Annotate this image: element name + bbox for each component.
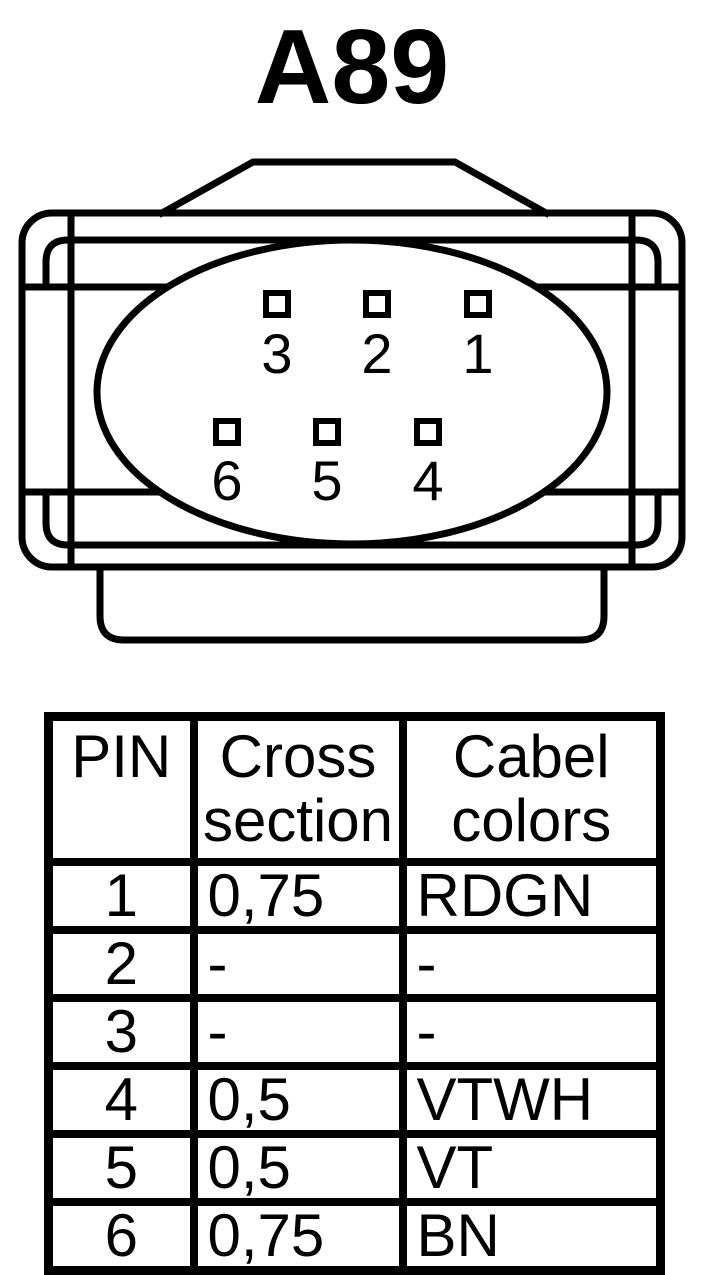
cell-pin: 4 xyxy=(44,1062,198,1138)
header-cable-line1: Cabel xyxy=(452,723,610,790)
connector-diagram: 3 2 1 6 5 4 xyxy=(18,158,686,644)
pin-label-6: 6 xyxy=(211,449,242,512)
pin-square-2 xyxy=(363,290,391,318)
pin-label-2: 2 xyxy=(361,322,392,385)
cell-pin: 5 xyxy=(44,1130,198,1206)
connector-bottom-tab xyxy=(96,563,608,644)
connector-title: A89 xyxy=(254,8,450,126)
pin-square-6 xyxy=(213,418,241,446)
table-row: 2 - - xyxy=(44,926,665,1002)
connector-outer-housing xyxy=(18,209,686,571)
table-row: 3 - - xyxy=(44,994,665,1070)
pin-label-1: 1 xyxy=(462,322,493,385)
inner-frame-bottom xyxy=(42,488,662,549)
table-row: 5 0,5 VT xyxy=(44,1130,665,1206)
cell-cable-color: RDGN xyxy=(398,858,665,934)
cell-cross-section: - xyxy=(189,926,407,1002)
header-cross-line2: section xyxy=(202,787,394,854)
header-cable-colors: Cabel colors xyxy=(398,712,665,866)
cell-pin: 3 xyxy=(44,994,198,1070)
inner-frame-top xyxy=(42,236,662,291)
header-cable-line2: colors xyxy=(451,787,612,854)
pin-assignment-table: PIN Cross section Cabel colors 1 0,75 RD… xyxy=(44,712,665,1275)
pin-label-4: 4 xyxy=(412,449,443,512)
header-pin: PIN xyxy=(44,712,198,866)
cell-cross-section: 0,5 xyxy=(189,1130,407,1206)
cell-pin: 6 xyxy=(44,1198,198,1275)
cell-pin: 1 xyxy=(44,858,198,934)
pin-square-4 xyxy=(414,418,442,446)
table-row: 1 0,75 RDGN xyxy=(44,858,665,934)
table-header-row: PIN Cross section Cabel colors xyxy=(44,712,665,866)
table-row: 6 0,75 BN xyxy=(44,1198,665,1275)
pin-label-3: 3 xyxy=(261,322,292,385)
cell-cable-color: VT xyxy=(398,1130,665,1206)
pin-square-5 xyxy=(313,418,341,446)
pin-label-5: 5 xyxy=(311,449,342,512)
cell-cable-color: - xyxy=(398,994,665,1070)
connector-face-ellipse xyxy=(93,236,611,548)
cell-cable-color: VTWH xyxy=(398,1062,665,1138)
cell-cable-color: BN xyxy=(398,1198,665,1275)
connector-top-tab xyxy=(157,158,551,218)
cell-cross-section: 0,75 xyxy=(189,858,407,934)
header-cross-line1: Cross xyxy=(219,723,377,790)
cell-cross-section: 0,75 xyxy=(189,1198,407,1275)
table-row: 4 0,5 VTWH xyxy=(44,1062,665,1138)
pin-square-1 xyxy=(464,290,492,318)
header-cross-section: Cross section xyxy=(189,712,407,866)
cell-cross-section: - xyxy=(189,994,407,1070)
pin-square-3 xyxy=(263,290,291,318)
cell-pin: 2 xyxy=(44,926,198,1002)
cell-cable-color: - xyxy=(398,926,665,1002)
cell-cross-section: 0,5 xyxy=(189,1062,407,1138)
